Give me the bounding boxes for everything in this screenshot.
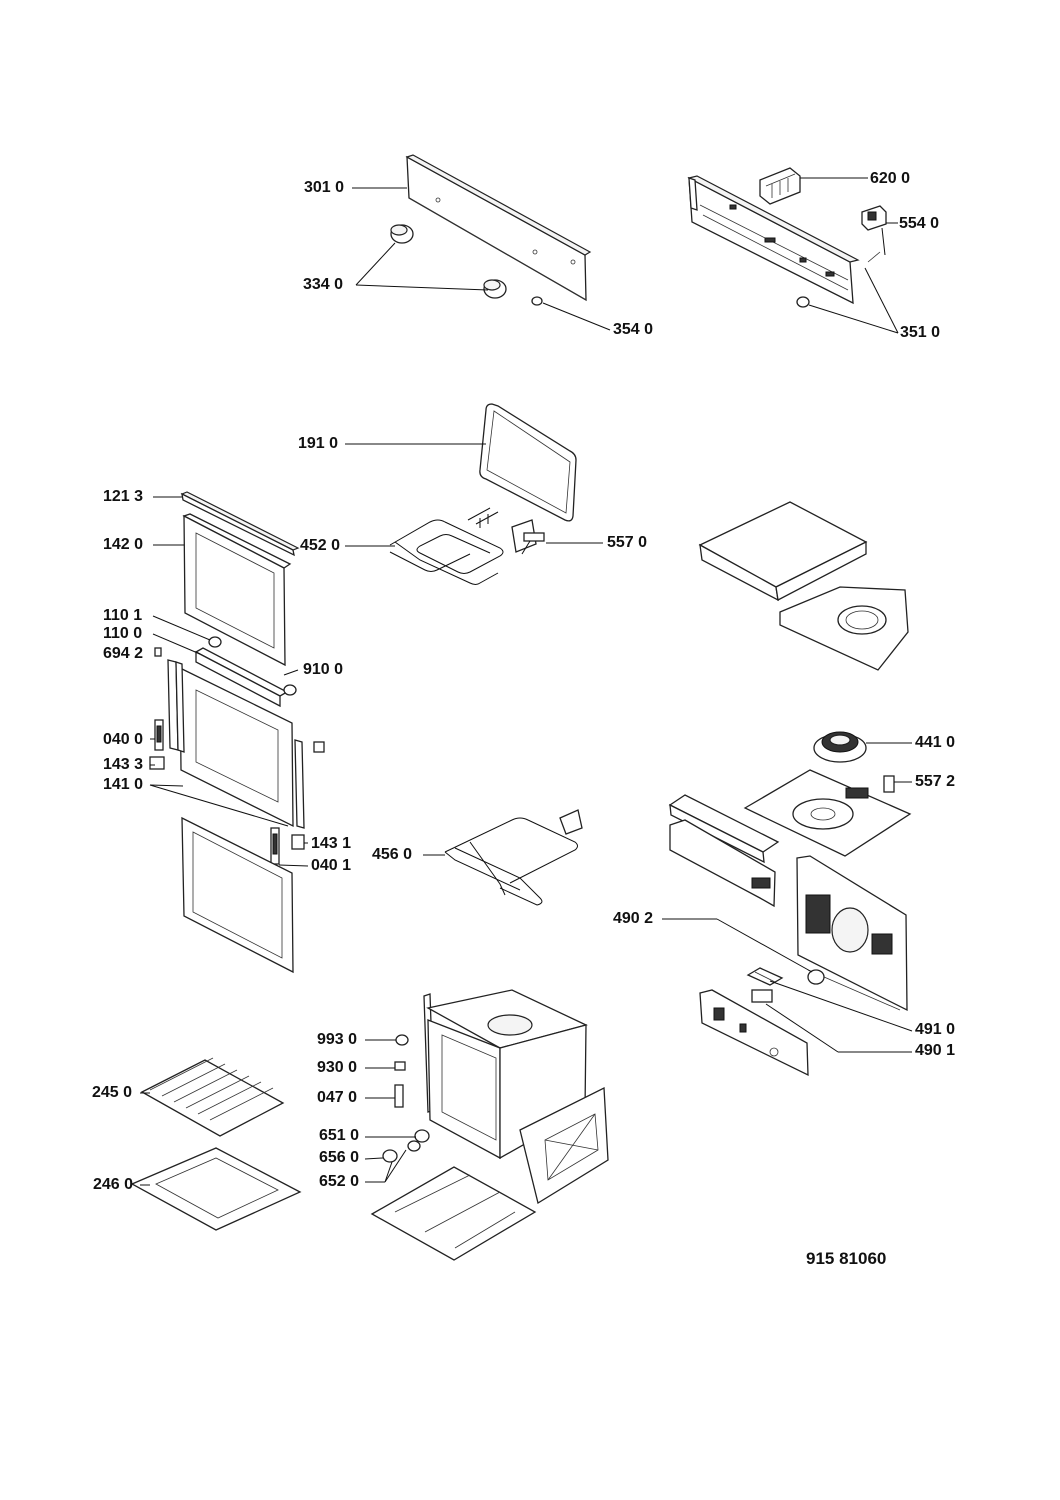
- hinge-part: [149, 719, 325, 865]
- cavity-cover-part: [698, 501, 909, 671]
- base-plate-part: [370, 1166, 537, 1261]
- part-label-930: 930 0: [317, 1059, 358, 1076]
- baking-tray-part: [130, 1147, 302, 1231]
- door-gasket-part: [479, 403, 577, 522]
- part-label-620: 620 0: [870, 170, 911, 187]
- part-label-246: 246 0: [93, 1176, 134, 1193]
- part-label-651: 651 0: [319, 1127, 360, 1144]
- part-label-456: 456 0: [372, 846, 413, 863]
- part-label-245: 245 0: [92, 1084, 133, 1101]
- part-label-040-1: 040 1: [311, 857, 352, 874]
- part-label-557-0: 557 0: [607, 534, 648, 551]
- part-label-490-1: 490 1: [915, 1042, 956, 1059]
- part-label-652: 652 0: [319, 1173, 360, 1190]
- part-label-047: 047 0: [317, 1089, 358, 1106]
- side-duct-part: [668, 794, 780, 908]
- part-label-441: 441 0: [915, 734, 956, 751]
- inner-glass-part: [181, 816, 294, 974]
- part-label-121: 121 3: [103, 488, 144, 505]
- inner-door-part: [167, 659, 294, 828]
- terminal-block-part: [759, 167, 801, 205]
- control-bracket-part: [687, 175, 860, 305]
- part-label-142: 142 0: [103, 536, 144, 553]
- back-wall-part: [796, 855, 908, 1012]
- door-handle-part: [180, 491, 300, 557]
- part-label-694: 694 2: [103, 645, 144, 662]
- control-board-part: [699, 989, 809, 1077]
- part-label-993: 993 0: [317, 1031, 358, 1048]
- control-panel-part: [405, 154, 592, 302]
- part-label-491: 491 0: [915, 1021, 956, 1038]
- document-code: 915 81060: [806, 1249, 887, 1268]
- part-label-452: 452 0: [300, 537, 341, 554]
- switch-part: [861, 205, 887, 263]
- part-label-910: 910 0: [303, 661, 344, 678]
- part-label-351: 351 0: [900, 324, 941, 341]
- part-label-557-2: 557 2: [915, 773, 956, 790]
- wire-shelf-part: [140, 1057, 285, 1137]
- part-label-040-0: 040 0: [103, 731, 144, 748]
- part-label-143-3: 143 3: [103, 756, 144, 773]
- part-label-110-1: 110 1: [103, 607, 143, 624]
- sensor-part: [511, 519, 545, 555]
- grill-element-part: [389, 507, 504, 585]
- part-label-191: 191 0: [298, 435, 339, 452]
- terminal-strip-part: [746, 967, 784, 986]
- knob-part: [390, 224, 543, 306]
- part-label-143-1: 143 1: [311, 835, 352, 852]
- rear-panel-part: [743, 769, 912, 857]
- outer-glass-part: [182, 513, 292, 667]
- part-label-656: 656 0: [319, 1149, 360, 1166]
- part-label-110-0: 110 0: [103, 625, 143, 642]
- part-label-354: 354 0: [613, 321, 654, 338]
- lower-element-part: [444, 809, 583, 906]
- part-label-490-2: 490 2: [613, 910, 654, 927]
- part-label-141: 141 0: [103, 776, 144, 793]
- part-label-301: 301 0: [304, 179, 345, 196]
- part-label-554: 554 0: [899, 215, 940, 232]
- part-label-334: 334 0: [303, 276, 344, 293]
- oven-cavity-part: [423, 989, 609, 1205]
- fan-motor-part: [813, 731, 867, 763]
